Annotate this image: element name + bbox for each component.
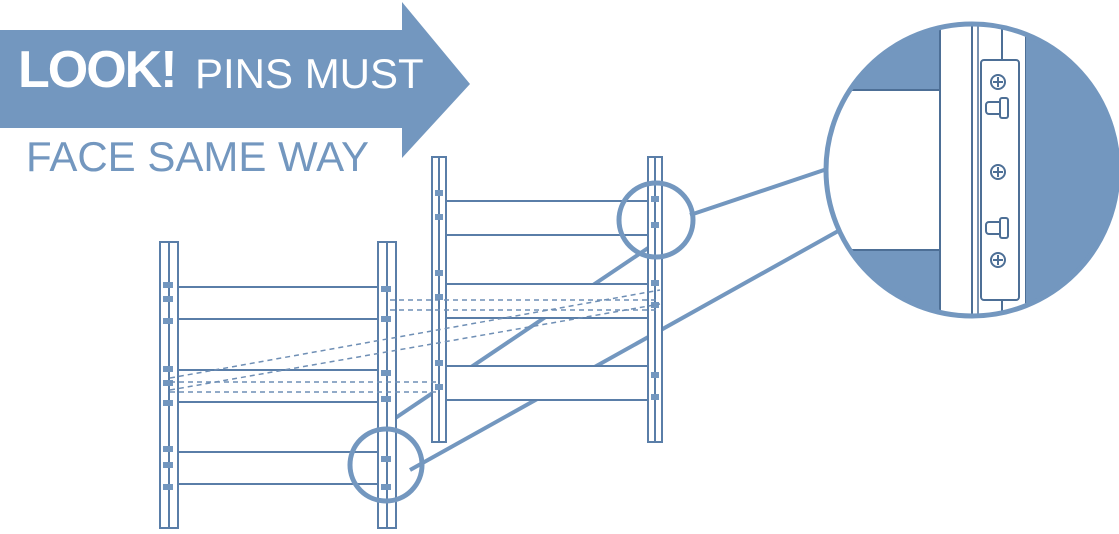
face-same-way-label: FACE SAME WAY — [26, 133, 370, 180]
pins-must-label: PINS MUST — [195, 50, 424, 97]
alignment-dashed-lines — [169, 289, 661, 393]
zoom-circle-border — [823, 21, 1119, 319]
screw-icon — [990, 74, 1006, 268]
magnifier-circle-icon — [347, 426, 425, 504]
arrow-banner-icon — [0, 2, 470, 158]
zoom-connector-lines — [383, 166, 841, 472]
pin-icon — [985, 97, 1009, 239]
look-label: LOOK! — [18, 41, 178, 99]
front-frame — [159, 241, 397, 529]
zoom-detail — [826, 24, 1118, 316]
magnifier-circle-icon — [616, 180, 696, 260]
